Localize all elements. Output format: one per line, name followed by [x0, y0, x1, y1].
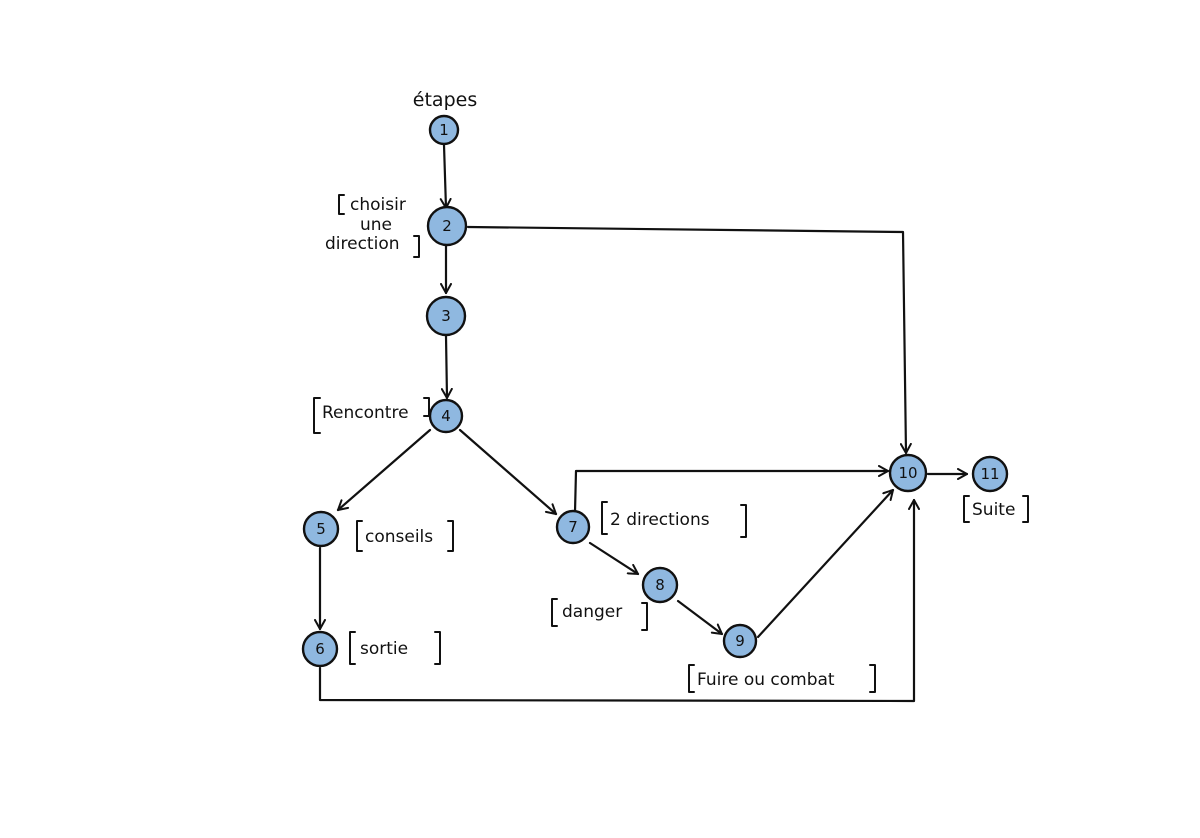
edges: [314, 143, 969, 703]
annotation-n8: danger: [551, 598, 648, 631]
annotation-n4-text: Rencontre: [322, 403, 409, 423]
svg-text:7: 7: [568, 518, 578, 536]
edge-1-2: [439, 143, 452, 210]
annotation-n7: 2 directions: [601, 501, 747, 538]
diagram-title: étapes: [413, 89, 477, 111]
edge-9-10: [756, 488, 895, 639]
node-2: 2: [426, 205, 468, 247]
edge-4-5: [336, 428, 432, 512]
node-3: 3: [425, 295, 467, 337]
annotation-n11-text: Suite: [972, 500, 1015, 520]
node-1: 1: [428, 114, 460, 146]
annotation-n8-text: danger: [562, 602, 622, 622]
edge-7-8: [588, 541, 640, 576]
node-10: 10: [888, 453, 928, 493]
svg-text:4: 4: [441, 407, 451, 425]
svg-text:1: 1: [439, 121, 449, 139]
node-4: 4: [428, 398, 464, 434]
annotation-n5-text: conseils: [365, 527, 433, 547]
annotation-n5: conseils: [356, 520, 454, 552]
annotation-n2-line1: choisir: [350, 195, 406, 215]
edge-4-7: [458, 428, 558, 516]
node-11: 11: [971, 455, 1009, 493]
annotation-n7-text: 2 directions: [610, 510, 710, 530]
svg-text:3: 3: [441, 307, 451, 325]
svg-text:2: 2: [442, 217, 452, 235]
annotation-n9-text: Fuire ou combat: [697, 670, 835, 690]
node-7: 7: [555, 509, 591, 545]
annotation-n2-line3: direction: [325, 234, 400, 254]
annotation-n2: choisir une direction: [325, 194, 420, 258]
node-6: 6: [301, 630, 339, 668]
svg-text:6: 6: [315, 640, 325, 658]
annotation-n6-text: sortie: [360, 639, 408, 659]
node-8: 8: [641, 566, 679, 604]
annotation-n6: sortie: [349, 631, 441, 665]
svg-text:9: 9: [735, 632, 745, 650]
edge-6-10: [318, 498, 920, 703]
svg-text:5: 5: [316, 520, 326, 538]
svg-text:10: 10: [898, 464, 917, 482]
annotation-n9: Fuire ou combat: [688, 664, 876, 693]
edge-7-10: [573, 465, 890, 514]
node-5: 5: [302, 510, 340, 548]
annotation-n2-line2: une: [360, 215, 392, 235]
svg-text:8: 8: [655, 576, 665, 594]
edge-2-10: [466, 225, 912, 455]
edge-8-9: [676, 599, 724, 636]
annotation-n11: Suite: [963, 495, 1029, 523]
edge-3-4: [440, 334, 453, 400]
annotation-n4: Rencontre: [313, 397, 430, 434]
node-9: 9: [722, 623, 758, 659]
svg-text:11: 11: [980, 465, 999, 483]
